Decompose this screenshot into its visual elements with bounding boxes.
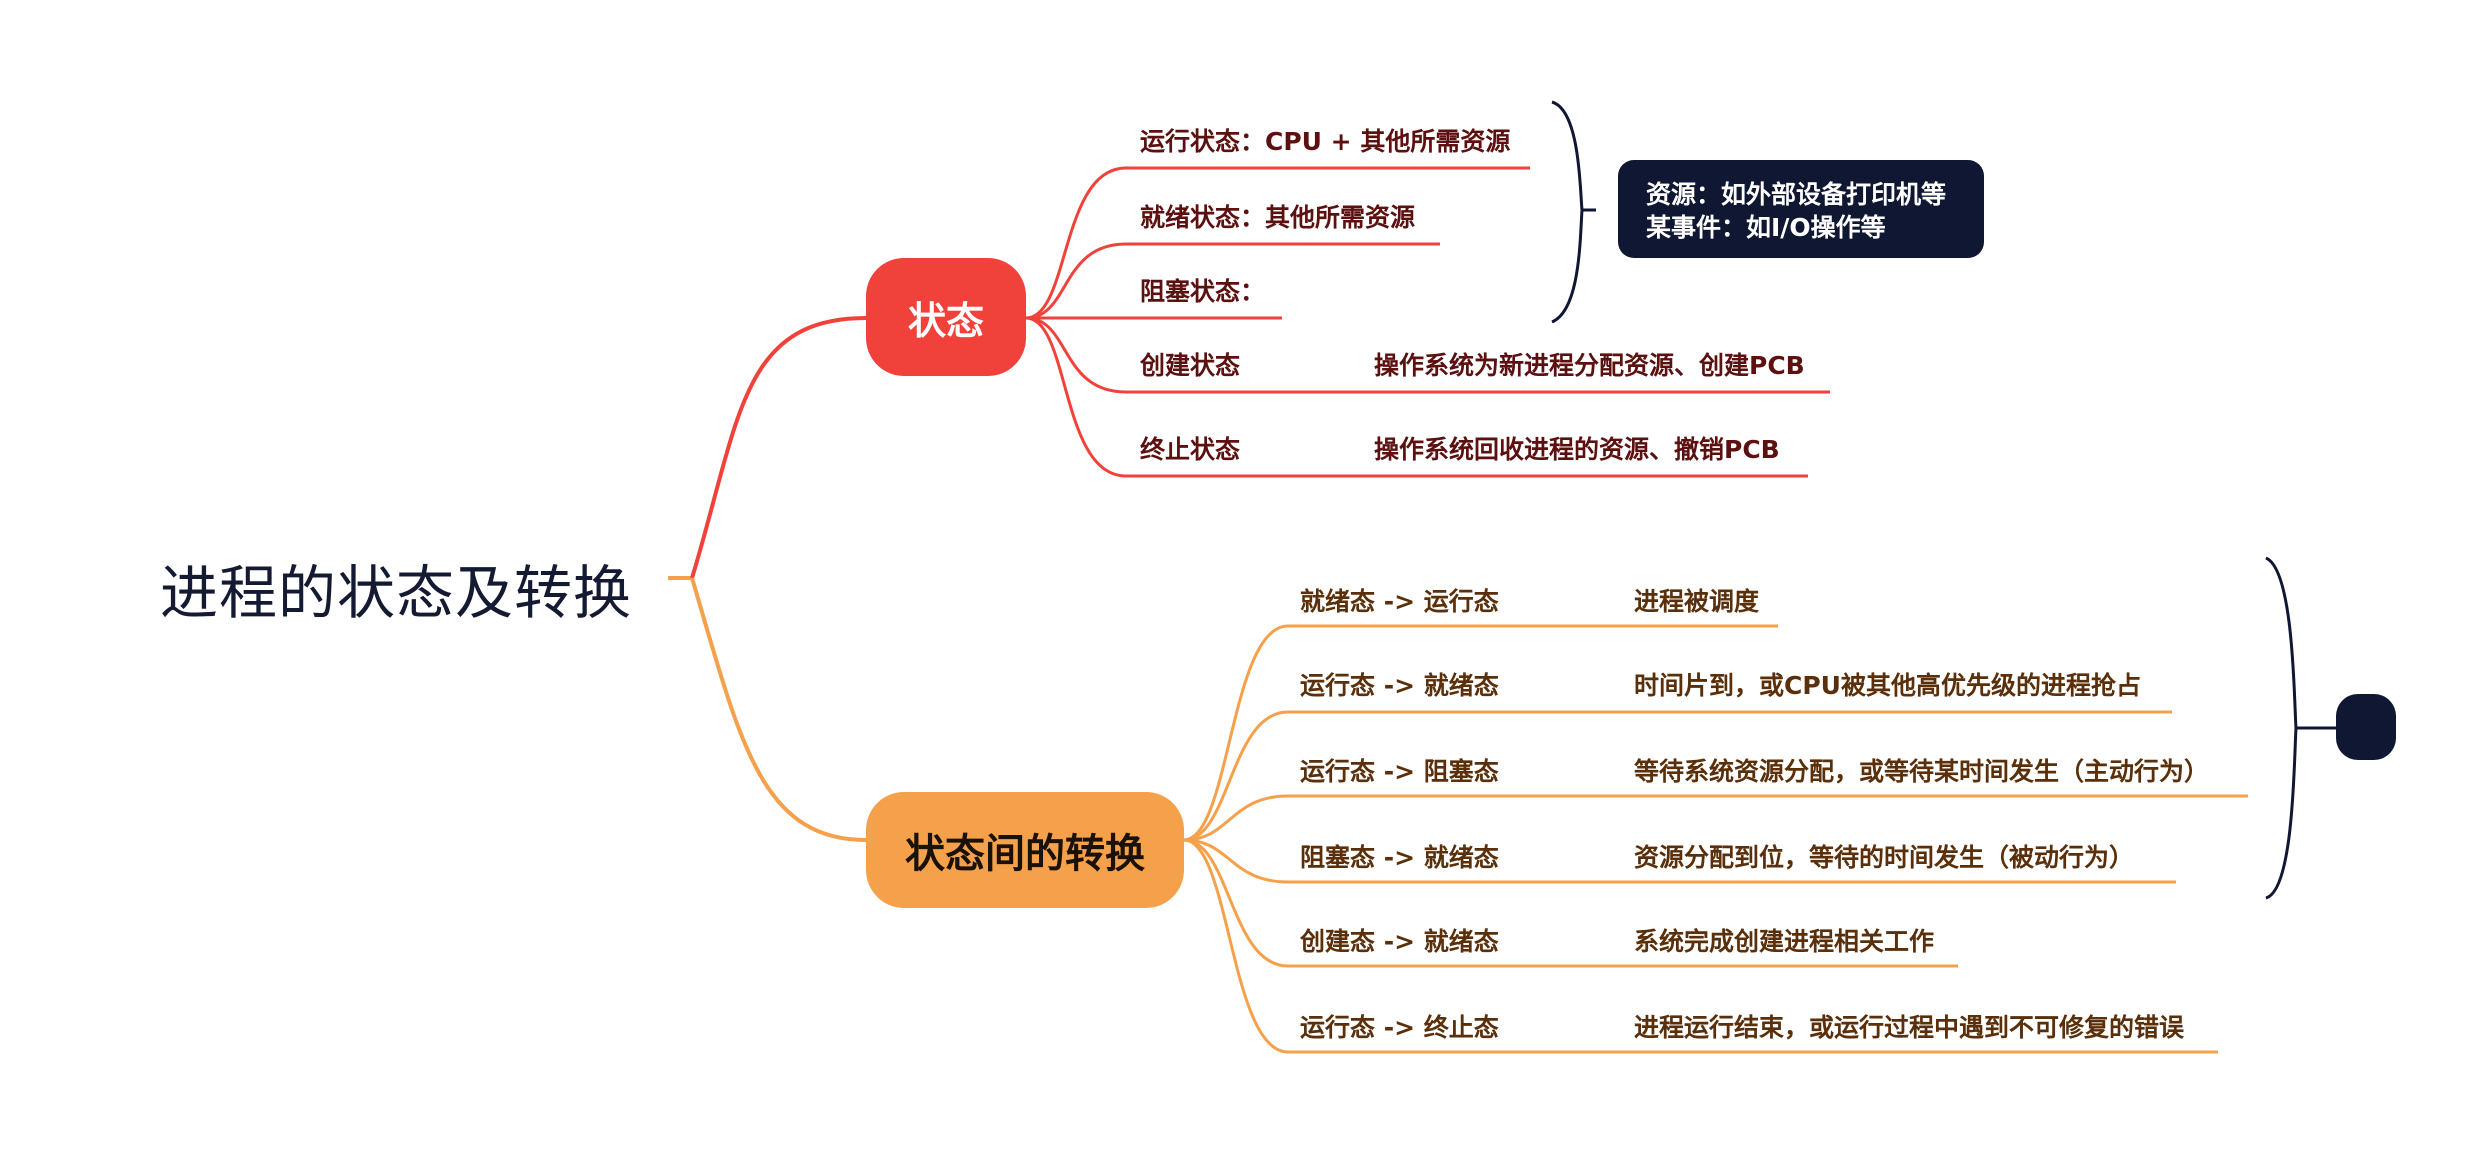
states-brace: [1551, 100, 1596, 324]
transition-desc: 进程运行结束，或运行过程中遇到不可修复的错误: [1634, 1013, 2185, 1042]
node-states[interactable]: 状态: [866, 258, 1026, 376]
transition-desc: 进程被调度: [1634, 587, 1760, 616]
transition-connector: [1183, 624, 1778, 842]
transition-connector: [1183, 710, 2172, 842]
state-item-terminated: 终止状态: [1140, 435, 1241, 464]
states-note-line: 某事件：如I/O操作等: [1646, 213, 1886, 242]
state-item-terminated-desc: 操作系统回收进程的资源、撤销PCB: [1374, 435, 1780, 464]
state-item-blocked: 阻塞状态：: [1140, 277, 1266, 306]
state-connector: [1025, 316, 1808, 478]
transition-connector: [1183, 794, 2248, 842]
transition-connector: [1183, 838, 2218, 1054]
state-connector: [1025, 242, 1440, 320]
transition-desc: 资源分配到位，等待的时间发生（被动行为）: [1634, 843, 2135, 872]
state-item-created: 创建状态: [1140, 351, 1241, 380]
transition-connector: [1183, 838, 2176, 884]
transition-label: 运行态 -> 阻塞态: [1300, 757, 1499, 786]
transition-label: 运行态 -> 就绪态: [1300, 671, 1499, 700]
state-item-ready: 就绪状态：其他所需资源: [1140, 203, 1416, 232]
transition-label: 运行态 -> 终止态: [1300, 1013, 1499, 1042]
root-to-transitions-connector: [690, 577, 867, 842]
state-item-running: 运行状态：CPU + 其他所需资源: [1140, 127, 1511, 156]
state-connector: [1025, 316, 1830, 394]
transition-desc: 时间片到，或CPU被其他高优先级的进程抢占: [1634, 671, 2141, 700]
transitions-brace: [2265, 556, 2336, 900]
transition-label: 就绪态 -> 运行态: [1300, 587, 1499, 616]
transition-label: 阻塞态 -> 就绪态: [1300, 843, 1499, 872]
node-transitions[interactable]: 状态间的转换: [866, 792, 1184, 908]
states-note-line: 资源：如外部设备打印机等: [1646, 180, 1947, 209]
state-connector: [1025, 166, 1530, 320]
root-title: 进程的状态及转换: [160, 559, 633, 627]
states-note-box: 资源：如外部设备打印机等 某事件：如I/O操作等: [1618, 160, 1984, 258]
transitions-note-box: [2336, 694, 2396, 760]
transition-desc: 等待系统资源分配，或等待某时间发生（主动行为）: [1634, 757, 2210, 786]
root-to-states-connector: [690, 316, 867, 579]
transition-desc: 系统完成创建进程相关工作: [1634, 927, 1935, 956]
state-item-created-desc: 操作系统为新进程分配资源、创建PCB: [1374, 351, 1805, 380]
transition-label: 创建态 -> 就绪态: [1300, 927, 1499, 956]
transition-connector: [1183, 838, 1958, 968]
